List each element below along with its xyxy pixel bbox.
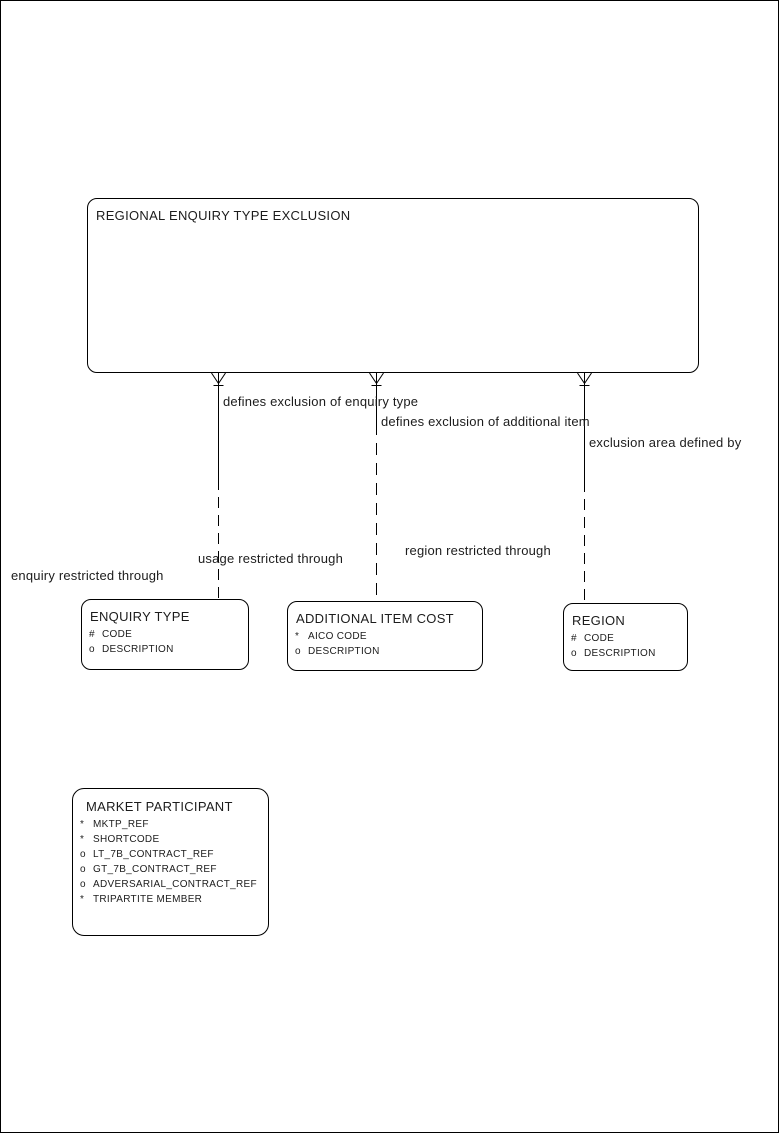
relationship-label-enquiry-restricted-through: enquiry restricted through: [11, 568, 164, 583]
attribute-name: ADVERSARIAL_CONTRACT_REF: [93, 879, 257, 890]
attribute-prefix: *: [80, 819, 85, 830]
entity-title: ENQUIRY TYPE: [90, 609, 190, 624]
attribute-name: GT_7B_CONTRACT_REF: [93, 864, 217, 875]
attribute-row: # CODE: [564, 631, 687, 646]
attribute-row: o ADVERSARIAL_CONTRACT_REF: [73, 877, 268, 892]
entity-title: ADDITIONAL ITEM COST: [296, 611, 454, 626]
attribute-name: AICO CODE: [308, 631, 367, 642]
entity-title: MARKET PARTICIPANT: [86, 799, 233, 814]
entity-title: REGION: [572, 613, 626, 628]
relationship-label-defines-exclusion-of-enquiry-type: defines exclusion of enquiry type: [223, 394, 419, 409]
attribute-prefix: *: [295, 631, 300, 642]
attribute-row: * TRIPARTITE MEMBER: [73, 892, 268, 907]
attribute-row: * AICO CODE: [288, 629, 482, 644]
attribute-name: DESCRIPTION: [584, 648, 656, 659]
attribute-row: o DESCRIPTION: [564, 646, 687, 661]
attribute-name: SHORTCODE: [93, 834, 160, 845]
attribute-prefix: o: [80, 849, 86, 860]
attribute-prefix: *: [80, 834, 85, 845]
attribute-name: DESCRIPTION: [102, 644, 174, 655]
entity-region[interactable]: REGION # CODE o DESCRIPTION: [563, 603, 688, 671]
relationship-label-defines-exclusion-of-additional-item: defines exclusion of additional item: [381, 414, 590, 429]
attribute-row: * SHORTCODE: [73, 832, 268, 847]
entity-regional-enquiry-type-exclusion[interactable]: REGIONAL ENQUIRY TYPE EXCLUSION: [87, 198, 699, 373]
attribute-row: * MKTP_REF: [73, 817, 268, 832]
attribute-prefix: #: [89, 629, 95, 640]
entity-enquiry-type[interactable]: ENQUIRY TYPE # CODE o DESCRIPTION: [81, 599, 249, 670]
attribute-prefix: o: [80, 864, 86, 875]
attribute-row: o DESCRIPTION: [288, 644, 482, 659]
attribute-prefix: o: [295, 646, 301, 657]
attribute-row: # CODE: [82, 627, 248, 642]
attribute-name: DESCRIPTION: [308, 646, 380, 657]
attribute-name: MKTP_REF: [93, 819, 149, 830]
entity-market-participant[interactable]: MARKET PARTICIPANT * MKTP_REF * SHORTCOD…: [72, 788, 269, 936]
entity-additional-item-cost[interactable]: ADDITIONAL ITEM COST * AICO CODE o DESCR…: [287, 601, 483, 671]
attribute-name: TRIPARTITE MEMBER: [93, 894, 203, 905]
connector-region: [577, 372, 592, 603]
attribute-prefix: o: [89, 644, 95, 655]
entity-title: REGIONAL ENQUIRY TYPE EXCLUSION: [96, 208, 351, 223]
attribute-prefix: #: [571, 633, 577, 644]
attribute-prefix: *: [80, 894, 85, 905]
attribute-row: o DESCRIPTION: [82, 642, 248, 657]
attribute-prefix: o: [571, 648, 577, 659]
attribute-row: o GT_7B_CONTRACT_REF: [73, 862, 268, 877]
attribute-name: CODE: [102, 629, 133, 640]
relationship-label-usage-restricted-through: usage restricted through: [198, 551, 343, 566]
relationship-label-exclusion-area-defined-by: exclusion area defined by: [589, 435, 742, 450]
attribute-name: LT_7B_CONTRACT_REF: [93, 849, 214, 860]
attribute-name: CODE: [584, 633, 615, 644]
relationship-label-region-restricted-through: region restricted through: [405, 543, 551, 558]
connector-additional-item-cost: [369, 372, 384, 601]
attribute-row: o LT_7B_CONTRACT_REF: [73, 847, 268, 862]
attribute-prefix: o: [80, 879, 86, 890]
connector-enquiry-type: [211, 372, 226, 599]
